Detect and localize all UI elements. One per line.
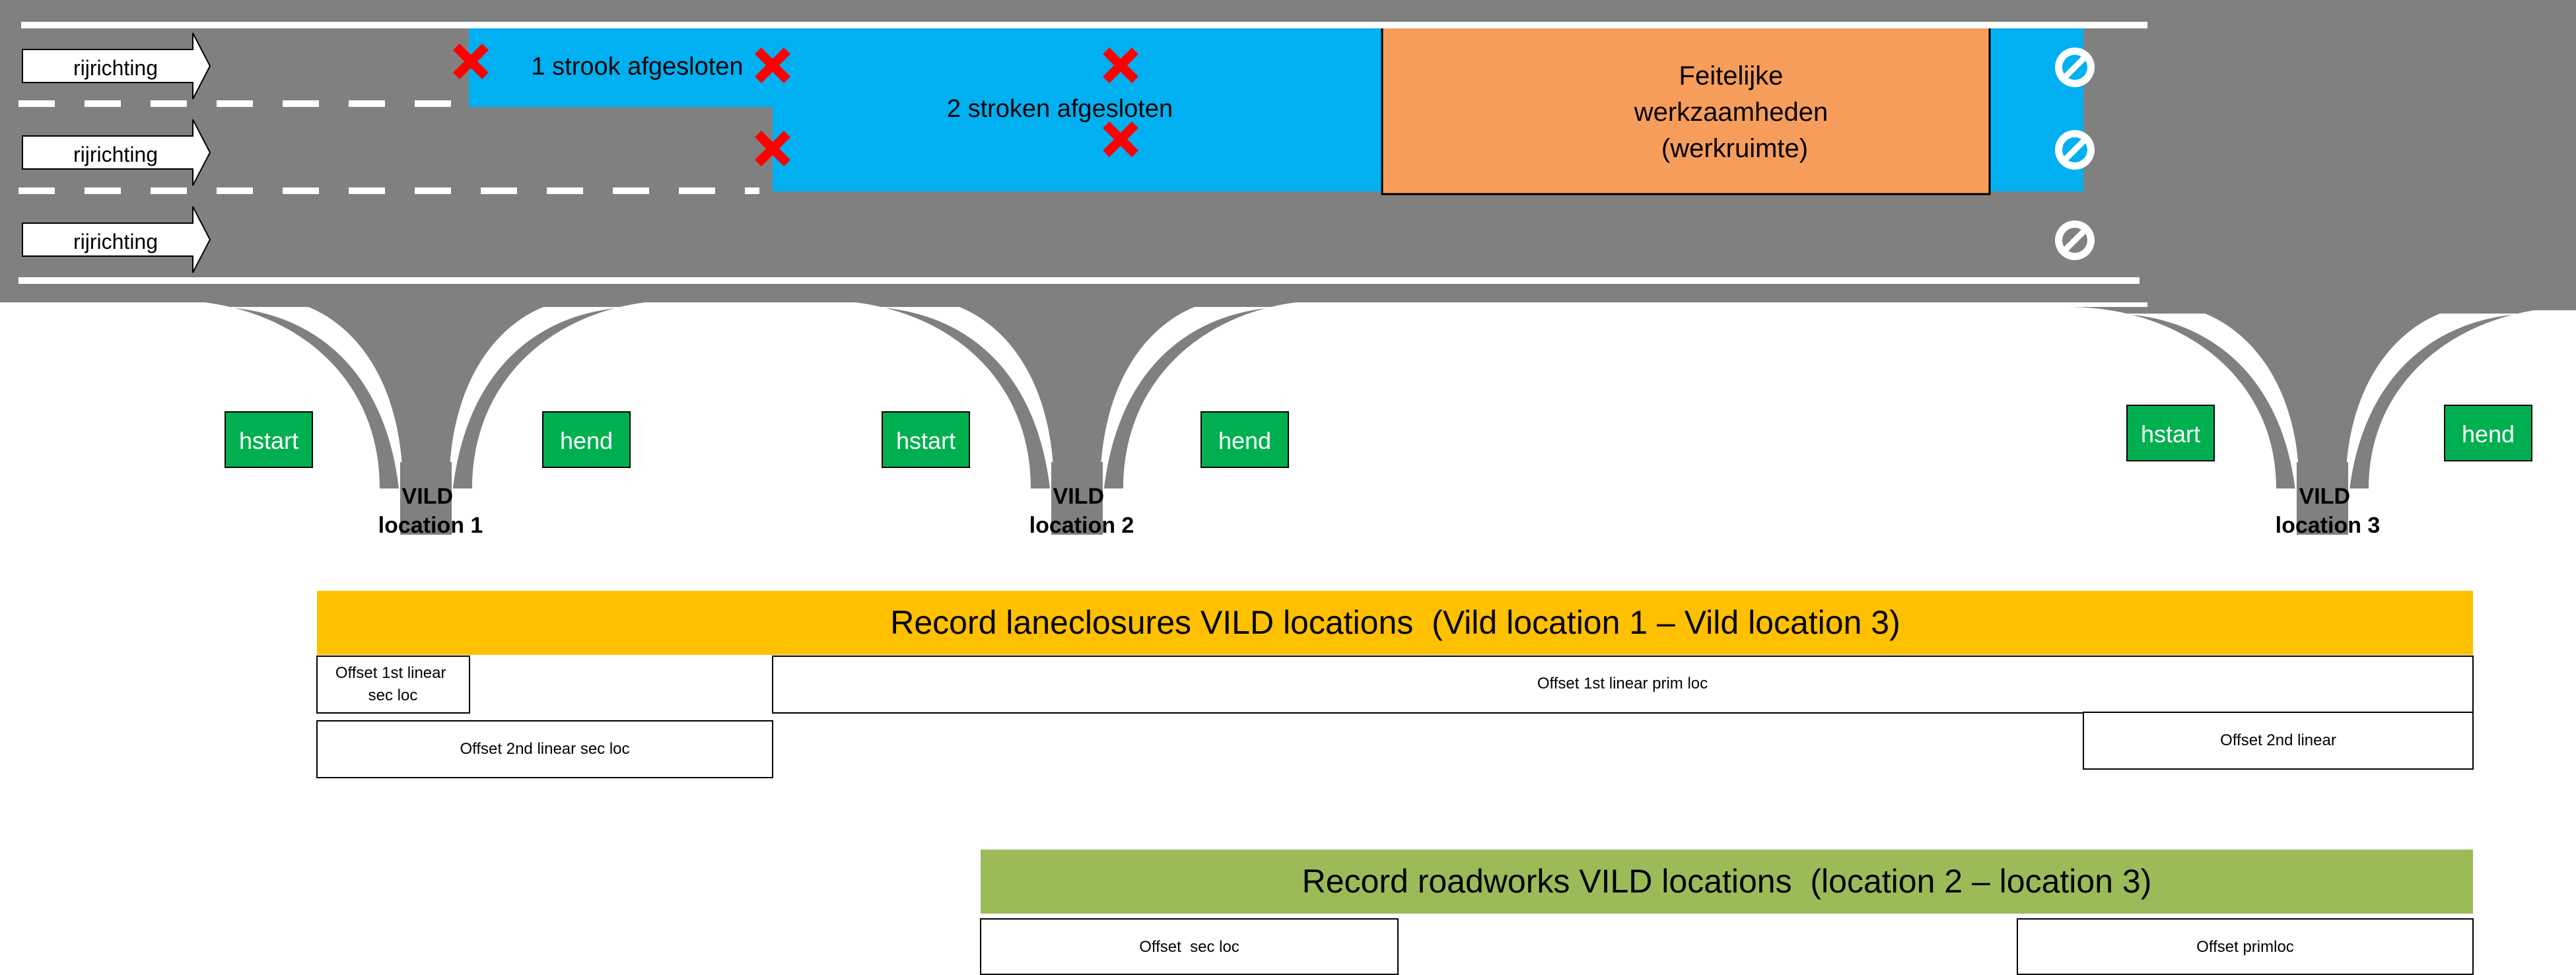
hstart-label: hstart [239, 427, 298, 454]
closure-1-label: 1 strook afgesloten [531, 53, 743, 81]
vild-location-label-line: VILD [1053, 484, 1104, 509]
worksite-label-line: (werkruimte) [1661, 134, 1808, 163]
laneclosures-title-bar [317, 591, 2473, 655]
no-entry-icon [2055, 220, 2095, 260]
laneclosures-record: Record laneclosures VILD locations (Vild… [316, 591, 2474, 778]
hend-label: hend [2462, 420, 2515, 448]
hstart-marker: hstart [882, 411, 970, 468]
ramp-1 [172, 290, 677, 535]
hstart-marker: hstart [2126, 405, 2215, 461]
offset-2nd-linear-label: Offset 2nd linear [2220, 731, 2336, 749]
vild-location-label: VILD location 2 [1029, 484, 1134, 538]
vild-location-label: VILD location 3 [2276, 484, 2381, 538]
top-edge-line [21, 22, 2147, 28]
roadworks-title: Record roadworks VILD locations (locatio… [1302, 863, 2152, 900]
direction-label: rijrichting [73, 230, 158, 253]
closure-1-lane [469, 28, 773, 107]
hstart-marker: hstart [225, 411, 313, 468]
offset-primloc-box [2017, 918, 2474, 975]
offset-2nd-linear-sec-box [316, 720, 773, 778]
road-extension [2147, 0, 2576, 310]
offset-primloc-label: Offset primloc [2196, 938, 2294, 956]
vild-location-label-line: location 2 [1029, 513, 1134, 538]
worksite-label-line: werkzaamheden [1634, 98, 1828, 127]
closure-2-label: 2 stroken afgesloten [947, 95, 1173, 123]
roadworks-title-bar [981, 850, 2473, 914]
hend-marker: hend [2444, 405, 2532, 461]
direction-arrow: rijrichting [22, 119, 211, 186]
offset-2nd-linear-box [2083, 712, 2474, 770]
offset-sec-loc-box [980, 918, 1399, 975]
worksite-label: Feitelijke werkzaamheden (werkruimte) [1634, 61, 1836, 163]
offset-sec-loc-label: Offset sec loc [1139, 938, 1239, 956]
verge-left [0, 302, 172, 329]
verge-mid-1 [677, 302, 823, 329]
no-entry-icon [2055, 130, 2095, 170]
hend-label: hend [1218, 427, 1271, 454]
worksite-label-line: Feitelijke [1679, 61, 1784, 90]
vild-location-label-line: VILD [2299, 484, 2350, 509]
vild-location-label-line: VILD [402, 484, 453, 509]
offset-1st-linear-sec-label: Offset 1st linear sec loc [335, 664, 450, 704]
offset-1st-linear-prim-box [772, 656, 2474, 714]
offset-1st-linear-sec-box [316, 656, 470, 714]
direction-label: rijrichting [73, 56, 158, 80]
hstart-label: hstart [2141, 420, 2200, 448]
offset-1st-linear-sec-line: Offset 1st linear [335, 664, 446, 682]
direction-arrow: rijrichting [22, 206, 211, 273]
hstart-label: hstart [896, 427, 956, 454]
laneclosures-title: Record laneclosures VILD locations (Vild… [890, 604, 1900, 641]
offset-1st-linear-sec-line: sec loc [368, 687, 418, 704]
direction-arrow: rijrichting [22, 32, 211, 100]
bottom-edge-line [18, 277, 2140, 284]
vild-location-label-line: location 3 [2276, 513, 2381, 538]
offset-2nd-linear-sec-label: Offset 2nd linear sec loc [460, 740, 629, 758]
ramp-2 [823, 290, 1328, 535]
ramp-3 [2068, 307, 2576, 535]
hend-label: hend [560, 427, 613, 454]
verge-mid-2 [1328, 302, 2068, 329]
no-entry-icon [2055, 48, 2095, 87]
vild-location-label: VILD location 1 [378, 484, 483, 538]
direction-label: rijrichting [73, 143, 158, 166]
vild-location-label-line: location 1 [378, 513, 483, 538]
offset-1st-linear-prim-label: Offset 1st linear prim loc [1537, 675, 1708, 692]
worksite-box [1381, 25, 1991, 195]
hend-marker: hend [542, 411, 631, 468]
roadworks-record: Record roadworks VILD locations (locatio… [980, 850, 2474, 975]
hend-marker: hend [1201, 411, 1289, 468]
road-markings [18, 22, 2147, 284]
